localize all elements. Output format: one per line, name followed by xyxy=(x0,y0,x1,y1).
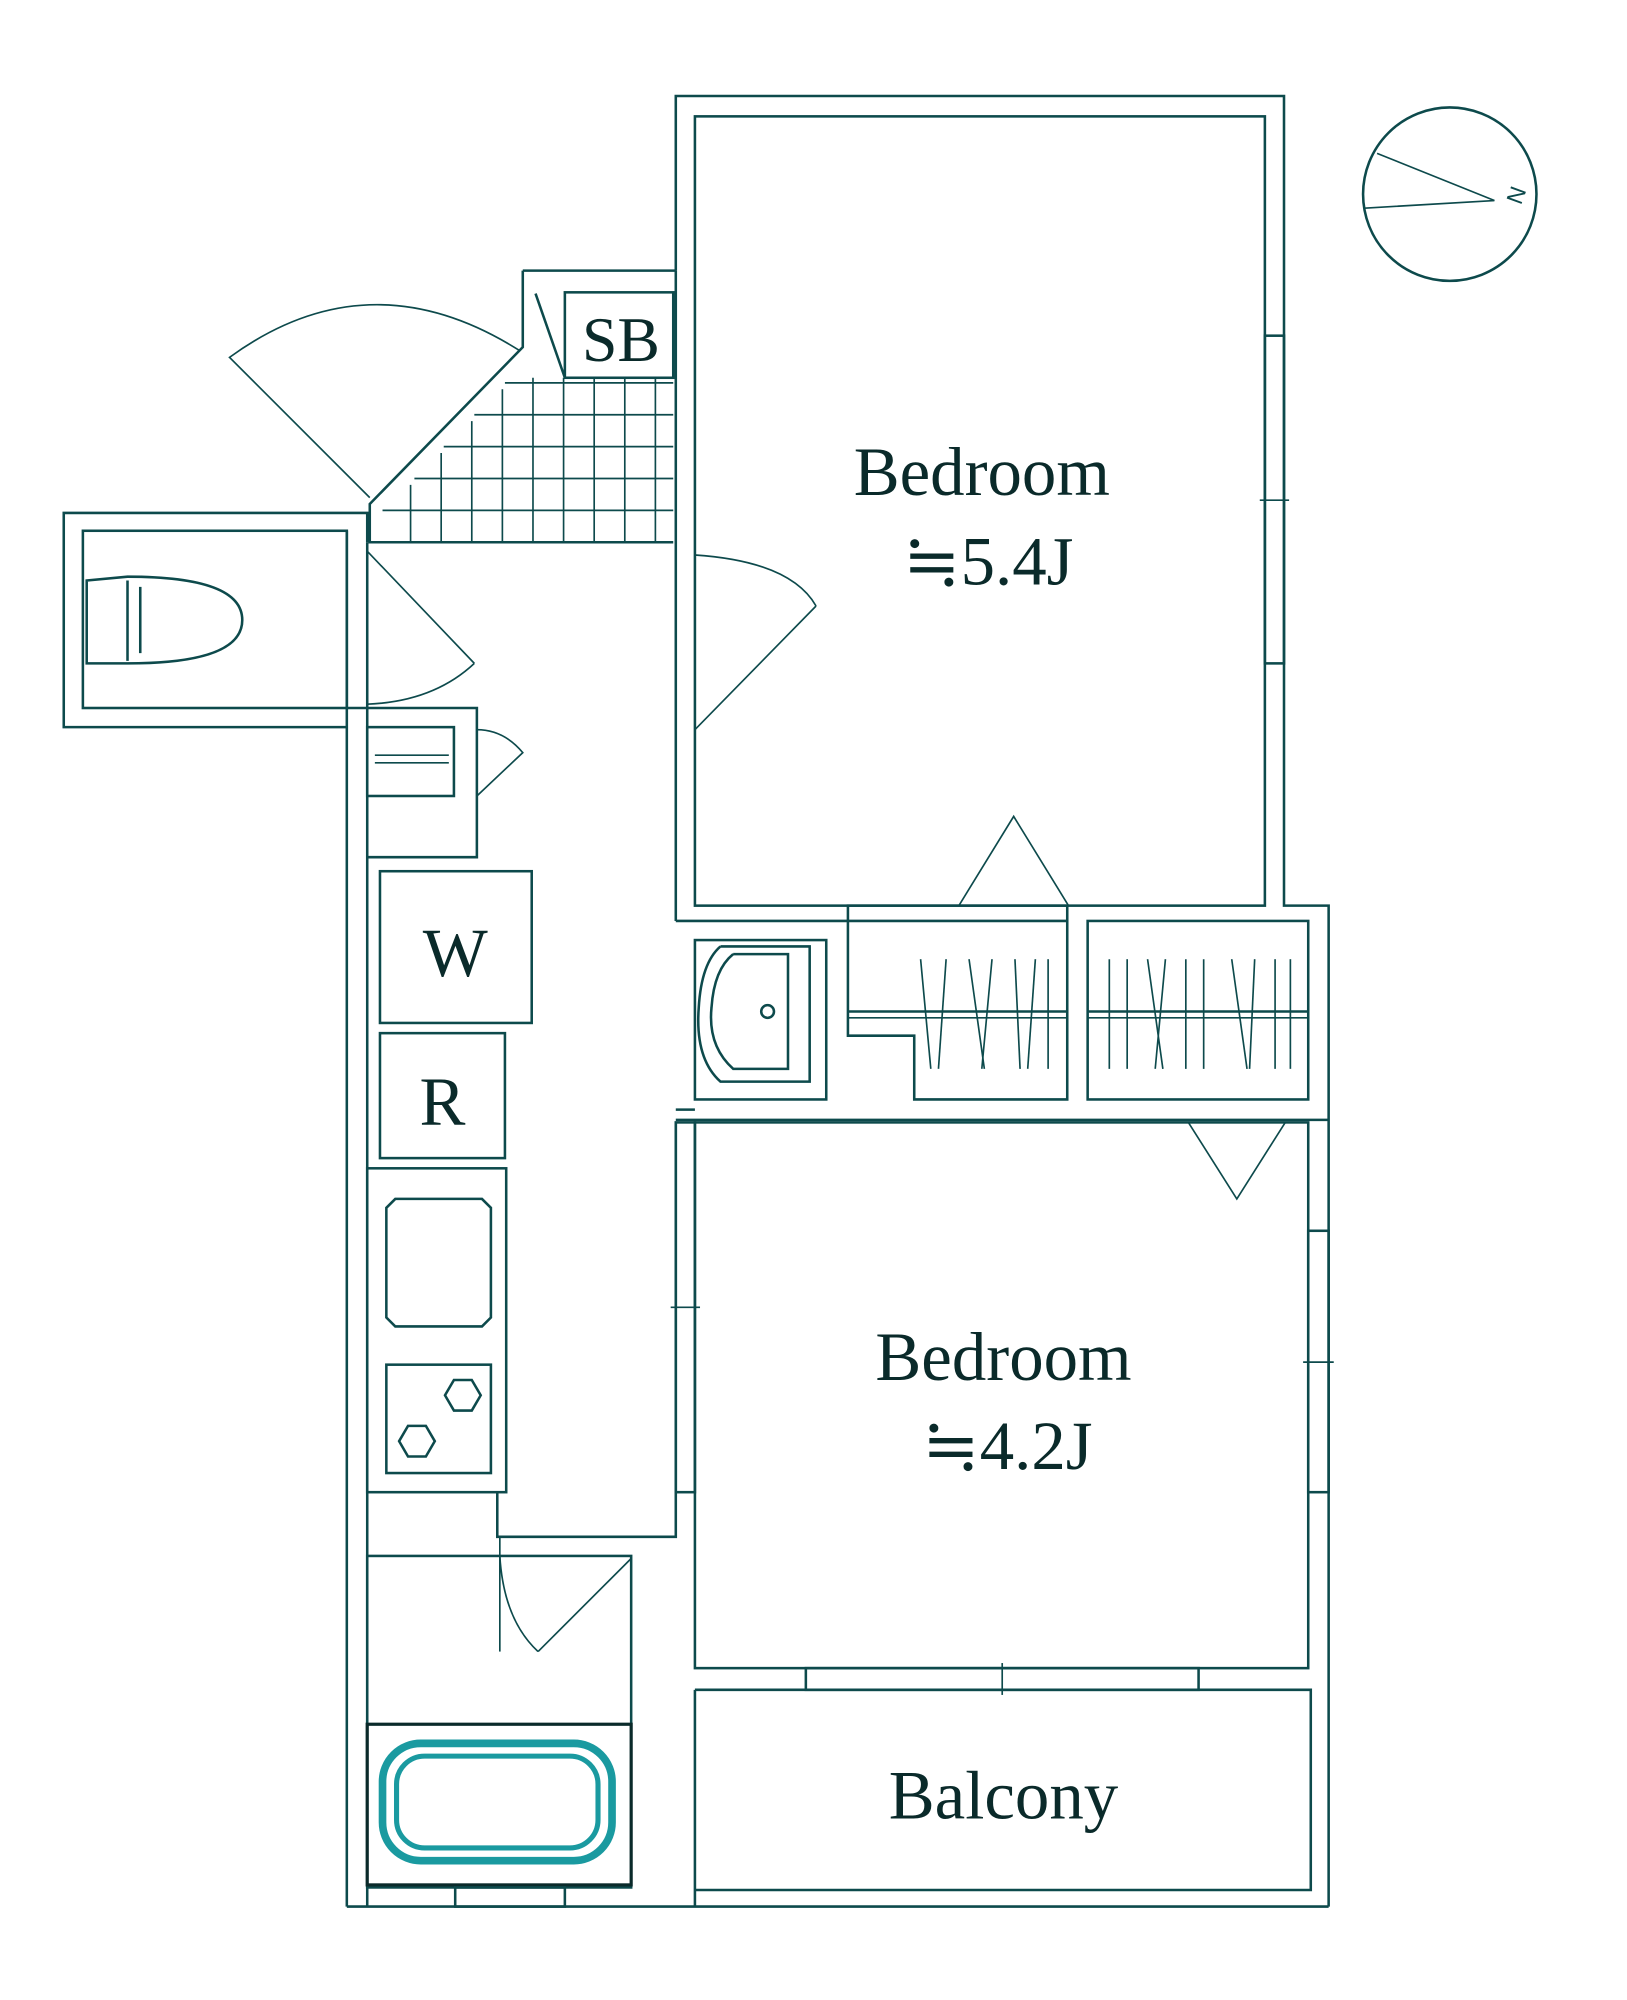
balcony: Balcony xyxy=(694,1688,1313,1892)
door xyxy=(366,550,475,664)
room-name-balcony: Balcony xyxy=(889,1758,1119,1834)
toilet-room xyxy=(62,511,475,729)
kitchen-counter xyxy=(365,1167,508,1494)
washbasin-icon xyxy=(696,945,811,1083)
refrigerator xyxy=(378,1031,507,1160)
room-size-bedroom-1: ≒5.4J xyxy=(903,523,1074,599)
sink-icon xyxy=(385,1197,493,1328)
compass-icon: N xyxy=(1361,106,1538,283)
toilet-icon xyxy=(85,575,244,665)
window xyxy=(453,1886,567,1908)
entrance: SB xyxy=(228,269,676,544)
door xyxy=(537,1557,632,1653)
door xyxy=(694,605,817,731)
kitchen-hall: W R xyxy=(345,530,678,1907)
refrigerator-label: R xyxy=(419,1064,465,1140)
shoe-box-label: SB xyxy=(582,304,660,375)
hangers xyxy=(919,959,1292,1069)
compass-north-label: N xyxy=(1501,183,1531,207)
bathroom xyxy=(346,1536,1329,1908)
entrance-door xyxy=(228,303,521,499)
room-name-bedroom-2: Bedroom xyxy=(875,1319,1131,1395)
room-name-bedroom-1: Bedroom xyxy=(854,434,1110,510)
bedroom-2: Bedroom ≒4.2J xyxy=(670,1108,1334,1695)
storage xyxy=(693,904,1310,1101)
washer xyxy=(378,869,533,1025)
tile-floor xyxy=(382,377,674,543)
stove-icon xyxy=(385,1363,493,1475)
room-size-bedroom-2: ≒4.2J xyxy=(922,1408,1093,1484)
shoe-box xyxy=(563,291,675,380)
washer-label: W xyxy=(423,915,488,991)
bathtub-icon xyxy=(378,1739,616,1865)
bedroom-1: Bedroom ≒5.4J xyxy=(674,94,1330,1907)
shelf xyxy=(365,725,456,798)
